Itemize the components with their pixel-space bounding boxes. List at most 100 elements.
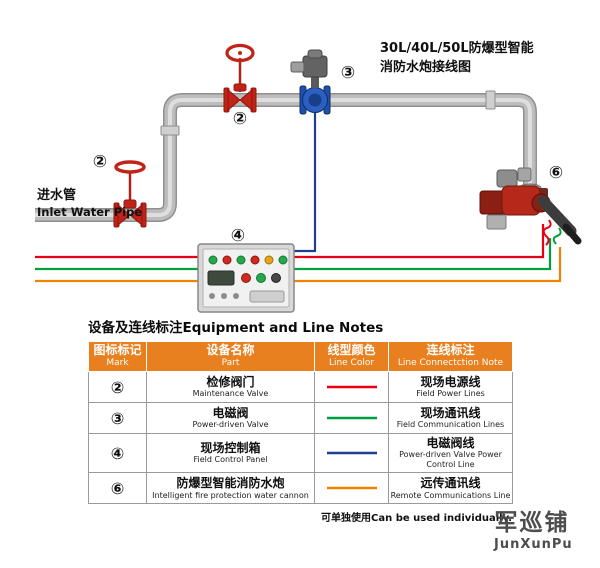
indicator-light — [250, 255, 260, 265]
cannon-gearbox — [517, 167, 532, 182]
header-zh: 连线标注 — [426, 343, 475, 358]
row-part: 防爆型智能消防水炮 Intelligent fire protection wa… — [146, 472, 315, 505]
logo-english: JunXunPu — [494, 537, 573, 553]
part-en: Intelligent fire protection water cannon — [152, 490, 309, 500]
notes-title: 设备及连线标注Equipment and Line Notes — [88, 320, 384, 336]
cannon-pitch-motor — [496, 169, 518, 188]
mark-control-panel: ④ — [231, 226, 245, 246]
header-zh: 线型颜色 — [327, 343, 376, 358]
inlet-label-en: Inlet Water Pipe — [37, 204, 143, 219]
row-note: 电磁阀线 Power-driven Valve Power Control Li… — [388, 432, 513, 474]
row-line-color — [314, 402, 389, 434]
part-zh: 检修阀门 — [206, 374, 255, 389]
valve-flange-center — [308, 93, 322, 107]
panel-knob — [221, 293, 227, 299]
valve-body — [117, 203, 131, 227]
water-pipe — [35, 90, 537, 222]
cannon-power-cable-coil — [542, 219, 552, 246]
piping-diagram: ② ② ③ ④ ⑥ — [35, 43, 582, 313]
cannon-comm-cable-coil — [552, 227, 562, 245]
header-en: Line Color — [328, 358, 375, 369]
row-mark: ③ — [88, 402, 147, 434]
diagram-title: 30L/40L/50L防爆型智能 消防水炮接线图 — [380, 40, 534, 78]
water-cannon — [479, 167, 582, 246]
line-color-swatch — [326, 385, 377, 389]
valve-body — [227, 88, 241, 112]
pipe-collar-left — [160, 125, 180, 136]
logo-chinese: 军巡铺 — [494, 510, 570, 536]
valve-body — [129, 203, 143, 227]
row-part: 检修阀门 Maintenance Valve — [146, 371, 315, 403]
valve-handwheel-hub — [238, 51, 242, 55]
valve-bonnet — [233, 83, 247, 92]
actuator-coil — [290, 61, 305, 73]
line-color-swatch — [326, 487, 377, 490]
header-zh: 设备名称 — [206, 343, 255, 358]
row-note: 现场电源线 Field Power Lines — [388, 371, 513, 403]
actuator-cap — [307, 49, 323, 59]
note-zh: 电磁阀线 — [426, 436, 475, 450]
part-en: Power-driven Valve — [192, 420, 269, 430]
actuator-stem — [311, 74, 319, 88]
part-zh: 防爆型智能消防水炮 — [176, 476, 285, 491]
row-mark: ② — [88, 371, 147, 403]
table-row: ⑥ 防爆型智能消防水炮 Intelligent fire protection … — [88, 472, 513, 505]
note-zh: 远传通讯线 — [420, 476, 481, 491]
header-zh: 图标标记 — [93, 343, 142, 358]
row-part: 现场控制箱 Field Control Panel — [146, 432, 315, 474]
part-zh: 现场控制箱 — [200, 441, 261, 455]
part-en: Maintenance Valve — [192, 389, 269, 399]
panel-nameplate — [249, 290, 285, 303]
indicator-light — [278, 255, 288, 265]
mark-maintenance-valve-top: ② — [233, 109, 247, 129]
header-en: Part — [221, 358, 240, 369]
row-line-color — [314, 371, 389, 403]
cannon-junction-box — [486, 214, 507, 230]
inlet-pipe-label: 进水管 Inlet Water Pipe — [37, 188, 142, 220]
header-en: Mark — [106, 358, 129, 369]
panel-button — [271, 273, 281, 283]
mark-solenoid-valve: ③ — [341, 63, 355, 83]
row-note: 现场通讯线 Field Communication Lines — [388, 402, 513, 434]
note-en: Power-driven Valve Power Control Line — [399, 450, 502, 470]
part-zh: 电磁阀 — [212, 405, 249, 420]
maintenance-valve-top — [223, 43, 257, 113]
valve-handwheel — [114, 160, 146, 174]
row-note: 远传通讯线 Remote Communications Line — [388, 472, 513, 505]
valve-handwheel — [225, 43, 255, 63]
table-header-row: 图标标记 Mark 设备名称 Part 线型颜色 Line Color 连线标注… — [88, 341, 513, 372]
note-en: Remote Communications Line — [390, 490, 511, 500]
row-mark: ⑥ — [88, 472, 147, 505]
usage-note: 可单独使用Can be used individually. — [321, 513, 512, 525]
marker-labels: ② ② ③ ④ ⑥ — [93, 63, 563, 246]
panel-button — [241, 273, 251, 283]
panel-knob — [209, 293, 215, 299]
row-mark: ④ — [88, 432, 147, 474]
pipe-collar-right — [485, 90, 496, 110]
row-line-color — [314, 472, 389, 505]
note-zh: 现场通讯线 — [420, 405, 481, 420]
panel-knob — [233, 293, 239, 299]
row-line-color — [314, 432, 389, 474]
solenoid-valve — [290, 49, 331, 115]
panel-button — [256, 273, 266, 283]
table-row: ④ 现场控制箱 Field Control Panel 电磁阀线 Power-d… — [88, 432, 513, 474]
indicator-light — [222, 255, 232, 265]
mark-water-cannon: ⑥ — [549, 163, 563, 183]
junxunpu-logo: 军巡铺 JunXunPu — [494, 510, 573, 553]
pipe-highlight — [35, 98, 532, 217]
line-color-swatch — [326, 416, 377, 420]
indicator-light — [208, 255, 218, 265]
mark-maintenance-valve-left: ② — [93, 152, 107, 172]
col-header-line-color: 线型颜色 Line Color — [314, 341, 389, 372]
note-en: Field Communication Lines — [396, 420, 505, 430]
diagram-title-line1: 30L/40L/50L防爆型智能 — [380, 41, 534, 56]
row-part: 电磁阀 Power-driven Valve — [146, 402, 315, 434]
cannon-nozzle — [562, 223, 582, 245]
note-zh: 现场电源线 — [420, 374, 481, 389]
header-en: Line Connectction Note — [397, 358, 504, 369]
diagram-title-line2: 消防水炮接线图 — [380, 59, 472, 75]
maintenance-valve-left — [113, 160, 147, 228]
note-en: Field Power Lines — [416, 389, 485, 399]
